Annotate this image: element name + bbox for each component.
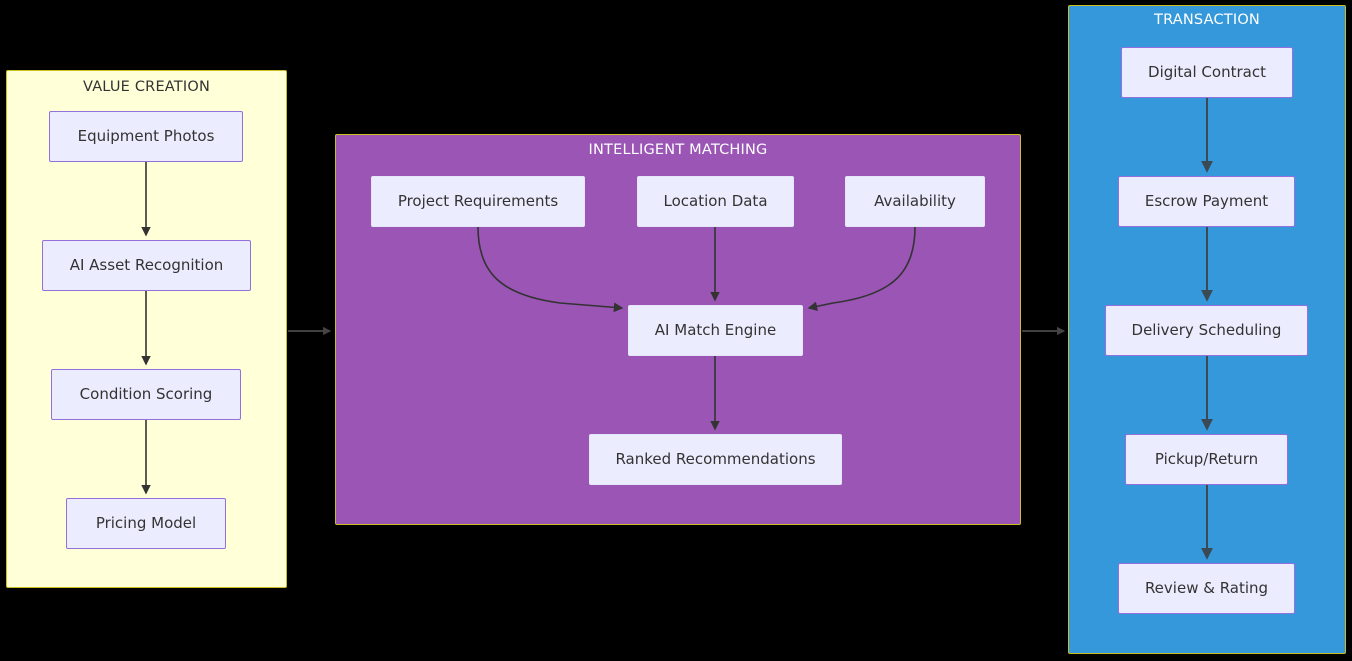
node-escrow-payment[interactable]: Escrow Payment: [1118, 176, 1295, 227]
node-delivery-scheduling[interactable]: Delivery Scheduling: [1105, 305, 1308, 356]
node-availability[interactable]: Availability: [845, 176, 985, 227]
node-pickup-return[interactable]: Pickup/Return: [1125, 434, 1288, 485]
node-equipment-photos[interactable]: Equipment Photos: [49, 111, 243, 162]
node-digital-contract[interactable]: Digital Contract: [1121, 47, 1293, 98]
node-condition-scoring[interactable]: Condition Scoring: [51, 369, 241, 420]
node-project-requirements[interactable]: Project Requirements: [371, 176, 585, 227]
node-ai-asset-recognition[interactable]: AI Asset Recognition: [42, 240, 251, 291]
node-ranked-recommendations[interactable]: Ranked Recommendations: [589, 434, 842, 485]
node-location-data[interactable]: Location Data: [637, 176, 794, 227]
node-review-rating[interactable]: Review & Rating: [1118, 563, 1295, 614]
node-ai-match-engine[interactable]: AI Match Engine: [628, 305, 803, 356]
cluster-title-value-creation: VALUE CREATION: [83, 79, 210, 95]
cluster-title-intelligent-matching: INTELLIGENT MATCHING: [588, 142, 768, 158]
node-pricing-model[interactable]: Pricing Model: [66, 498, 226, 549]
cluster-title-transaction: TRANSACTION: [1154, 12, 1260, 28]
